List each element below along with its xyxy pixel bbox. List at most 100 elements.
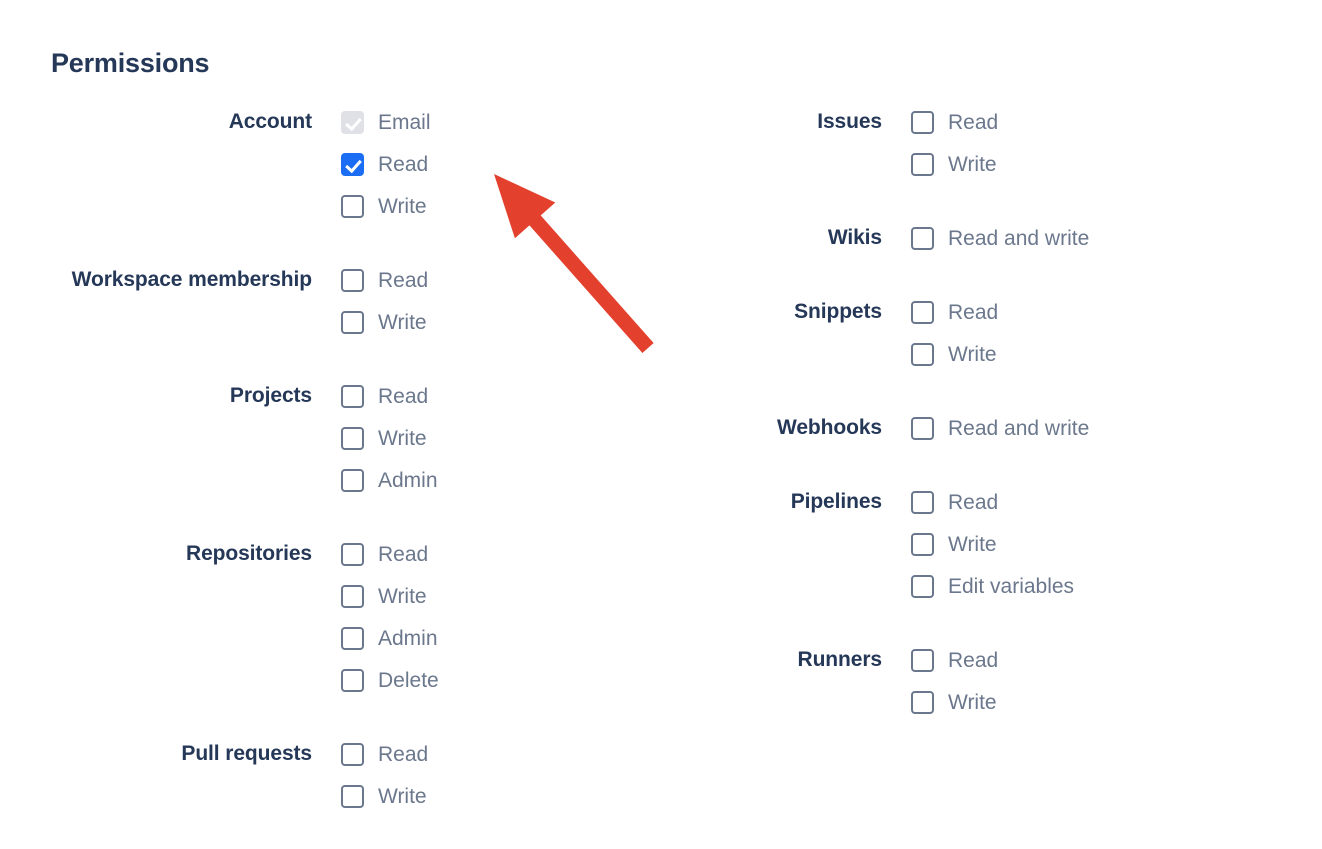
checkbox-unchecked-icon[interactable]: [341, 268, 364, 292]
permission-group-label: Pipelines: [790, 490, 882, 513]
checkbox-checked-icon[interactable]: [341, 152, 364, 176]
permission-option-row[interactable]: Read: [341, 733, 660, 775]
checkbox-unchecked-icon[interactable]: [341, 426, 364, 450]
permission-group: Wikis Read and write: [660, 217, 1322, 259]
permission-option-label: Write: [948, 532, 997, 556]
permission-group-label: Webhooks: [777, 416, 882, 439]
checkbox-unchecked-icon[interactable]: [341, 310, 364, 334]
permission-option-row[interactable]: Read: [341, 533, 660, 575]
checkbox-unchecked-icon[interactable]: [911, 300, 934, 324]
permission-option-label: Delete: [378, 668, 439, 692]
permission-option-label: Admin: [378, 626, 438, 650]
permission-group-label: Account: [228, 110, 312, 133]
permission-option-row[interactable]: Write: [341, 775, 660, 817]
permission-option-row[interactable]: Write: [911, 333, 1322, 375]
permission-option-row[interactable]: Write: [341, 185, 660, 227]
checkbox-unchecked-icon[interactable]: [341, 668, 364, 692]
checkbox-unchecked-icon[interactable]: [911, 152, 934, 176]
permission-group-label: Runners: [797, 648, 883, 671]
checkbox-unchecked-icon[interactable]: [341, 194, 364, 218]
checkbox-unchecked-icon[interactable]: [911, 490, 934, 514]
permission-option-label: Write: [378, 584, 427, 608]
checkbox-unchecked-icon[interactable]: [911, 532, 934, 556]
checkbox-unchecked-icon[interactable]: [341, 384, 364, 408]
permission-option-label: Read: [378, 384, 429, 408]
checkbox-unchecked-icon[interactable]: [911, 110, 934, 134]
checkbox-unchecked-icon[interactable]: [911, 690, 934, 714]
permission-option-label: Write: [378, 194, 427, 218]
permission-option-row[interactable]: Read and write: [911, 407, 1322, 449]
checkbox-unchecked-icon[interactable]: [341, 626, 364, 650]
checkbox-unchecked-icon[interactable]: [341, 542, 364, 566]
permission-option-row[interactable]: Write: [341, 417, 660, 459]
permission-option-label: Read: [378, 542, 429, 566]
permission-group-label: Issues: [817, 110, 882, 133]
permission-option-label: Admin: [378, 468, 438, 492]
checkbox-unchecked-icon[interactable]: [341, 784, 364, 808]
checkbox-unchecked-icon[interactable]: [911, 226, 934, 250]
checkbox-unchecked-icon[interactable]: [911, 648, 934, 672]
checkbox-unchecked-icon[interactable]: [911, 342, 934, 366]
permission-option-label: Read: [948, 110, 999, 134]
permission-option-row[interactable]: Write: [911, 681, 1322, 723]
permission-option-row[interactable]: Write: [911, 523, 1322, 565]
permission-option-label: Edit variables: [948, 574, 1075, 598]
permission-option-label: Read: [948, 300, 999, 324]
permission-option-label: Write: [948, 152, 997, 176]
permission-option-row[interactable]: Write: [911, 143, 1322, 185]
permission-option-label: Read: [948, 490, 999, 514]
permission-option-row[interactable]: Admin: [341, 459, 660, 501]
permission-group-label: Pull requests: [181, 742, 312, 765]
permission-option-list: Read and write: [911, 217, 1322, 259]
checkbox-unchecked-icon[interactable]: [911, 416, 934, 440]
permission-option-row[interactable]: Read: [911, 101, 1322, 143]
permission-option-row[interactable]: Write: [341, 575, 660, 617]
permission-option-label: Read: [948, 648, 999, 672]
permission-group-label: Projects: [229, 384, 312, 407]
permission-option-row[interactable]: Edit variables: [911, 565, 1322, 607]
checkbox-unchecked-icon[interactable]: [911, 574, 934, 598]
permission-option-label: Read and write: [948, 416, 1090, 440]
permission-option-row[interactable]: Read: [911, 639, 1322, 681]
permission-option-label: Read: [378, 268, 429, 292]
permission-option-row[interactable]: Write: [341, 301, 660, 343]
checkbox-disabled-checked-icon: [341, 110, 364, 134]
permission-group: Webhooks Read and write: [660, 407, 1322, 449]
checkbox-unchecked-icon[interactable]: [341, 742, 364, 766]
permission-option-row[interactable]: Email: [341, 101, 660, 143]
permission-option-label: Write: [378, 426, 427, 450]
permission-option-row[interactable]: Delete: [341, 659, 660, 701]
permission-option-row[interactable]: Read: [341, 259, 660, 301]
permission-option-list: Read and write: [911, 407, 1322, 449]
permission-option-row[interactable]: Read: [341, 375, 660, 417]
permission-option-label: Read and write: [948, 226, 1090, 250]
permission-group-label: Snippets: [794, 300, 882, 323]
permission-option-row[interactable]: Read: [341, 143, 660, 185]
permission-option-row[interactable]: Read: [911, 481, 1322, 523]
permission-option-row[interactable]: Admin: [341, 617, 660, 659]
permission-group-label: Wikis: [827, 226, 882, 249]
permission-option-label: Write: [948, 342, 997, 366]
permission-option-label: Write: [378, 310, 427, 334]
checkbox-unchecked-icon[interactable]: [341, 584, 364, 608]
page-title: Permissions: [51, 48, 210, 78]
permission-option-row[interactable]: Read and write: [911, 217, 1322, 259]
permission-option-row[interactable]: Read: [911, 291, 1322, 333]
checkbox-unchecked-icon[interactable]: [341, 468, 364, 492]
